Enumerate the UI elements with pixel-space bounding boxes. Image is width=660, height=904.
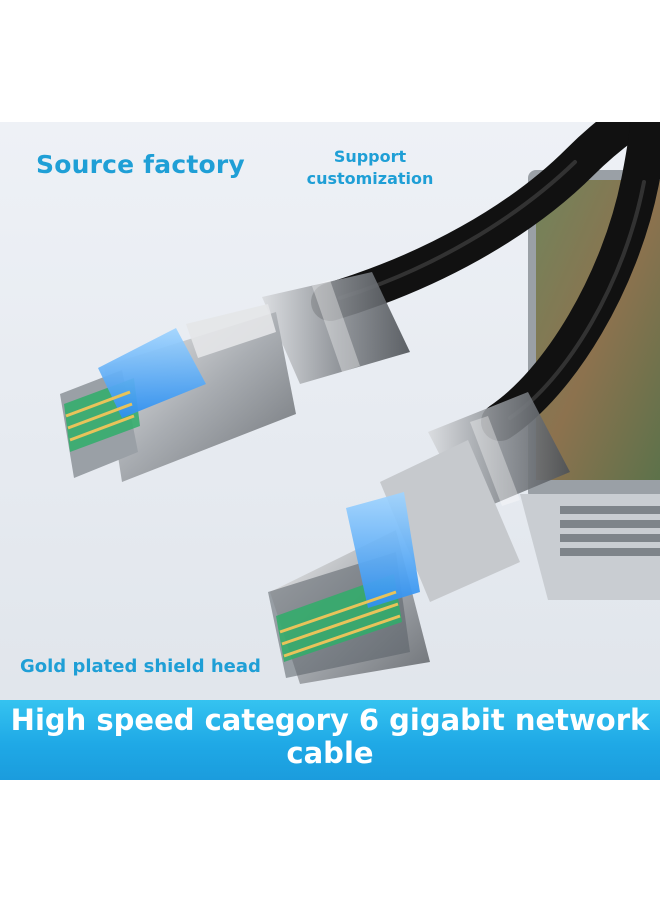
subhead: Support customization [306,147,434,188]
headline: Source factory [36,150,245,179]
banner: High speed category 6 gigabit network ca… [0,700,660,780]
connector-bottom [268,392,570,684]
cable [311,122,660,441]
connector-left [60,272,410,482]
product-illustration [60,122,660,684]
feature-label: Gold plated shield head [20,656,261,677]
banner-text: High speed category 6 gigabit network ca… [10,703,650,770]
product-image: Source factory Support customization Gol… [0,122,660,780]
